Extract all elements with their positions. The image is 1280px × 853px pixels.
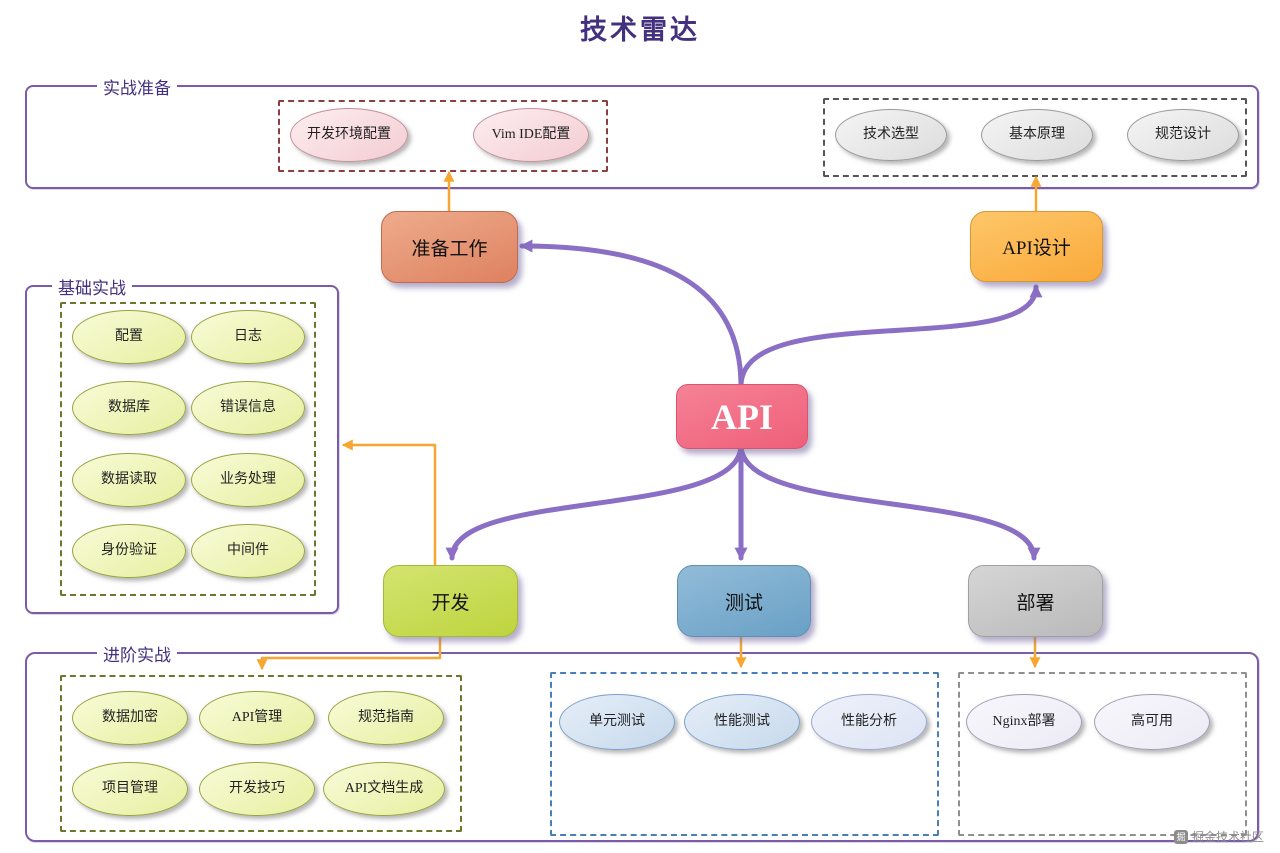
- node-prep-work: 准备工作: [381, 211, 518, 283]
- topic-unit-test: 单元测试: [559, 694, 675, 750]
- arrow-api-to-deploy: [738, 442, 1041, 561]
- arrow-api-to-prep-work: [519, 239, 744, 389]
- topic-env-config: 开发环境配置: [290, 108, 408, 162]
- arrow-api-to-api-design: [738, 284, 1043, 389]
- topic-performance-analysis: 性能分析: [811, 694, 927, 750]
- topic-data-encryption: 数据加密: [72, 691, 188, 745]
- diagram-title: 技术雷达: [580, 15, 700, 45]
- section-basic-practice: 基础实战: [25, 274, 339, 614]
- group-basic-boundary: [60, 302, 316, 596]
- topic-performance-test: 性能测试: [684, 694, 800, 750]
- topic-authentication: 身份验证: [72, 524, 186, 578]
- node-api-design: API设计: [970, 211, 1103, 282]
- topic-middleware: 中间件: [191, 524, 305, 578]
- node-dev: 开发: [383, 565, 518, 637]
- group-advanced-test-boundary: [550, 672, 939, 836]
- topic-tech-selection: 技术选型: [835, 109, 947, 161]
- topic-error-info: 错误信息: [191, 381, 305, 435]
- topic-data-read: 数据读取: [72, 453, 186, 507]
- watermark: 掘 掘金技术社区: [1173, 828, 1264, 845]
- topic-business-process: 业务处理: [191, 453, 305, 507]
- group-env-config-boundary: [278, 100, 608, 172]
- arrow-api-to-dev: [445, 442, 744, 561]
- topic-database: 数据库: [72, 381, 186, 435]
- section-practice-prep: 实战准备: [25, 74, 1259, 189]
- watermark-text: 掘金技术社区: [1191, 830, 1264, 844]
- section-practice-prep-label: 实战准备: [97, 74, 177, 99]
- topic-project-management: 项目管理: [72, 762, 188, 816]
- topic-vim-ide-config: Vim IDE配置: [473, 108, 589, 162]
- section-advanced-practice-label: 进阶实战: [97, 641, 177, 666]
- group-advanced-deploy-boundary: [958, 672, 1247, 836]
- group-advanced-dev-boundary: [60, 675, 462, 832]
- juejin-logo-icon: 掘: [1173, 829, 1188, 844]
- topic-basic-principle: 基本原理: [981, 109, 1093, 161]
- topic-dev-tips: 开发技巧: [199, 762, 315, 816]
- arrow-dev-to-basic-section: [341, 439, 437, 567]
- topic-api-doc-generation: API文档生成: [323, 762, 445, 816]
- topic-spec-design: 规范设计: [1127, 109, 1239, 161]
- topic-nginx-deploy: Nginx部署: [966, 694, 1082, 750]
- topic-high-availability: 高可用: [1094, 694, 1210, 750]
- node-test: 测试: [677, 565, 811, 637]
- node-deploy: 部署: [968, 565, 1103, 637]
- topic-log: 日志: [191, 310, 305, 364]
- topic-api-management: API管理: [199, 691, 315, 745]
- topic-spec-guide: 规范指南: [328, 691, 444, 745]
- node-api-root: API: [676, 384, 808, 449]
- section-basic-practice-label: 基础实战: [52, 274, 132, 299]
- topic-config: 配置: [72, 310, 186, 364]
- section-advanced-practice: 进阶实战: [25, 641, 1259, 842]
